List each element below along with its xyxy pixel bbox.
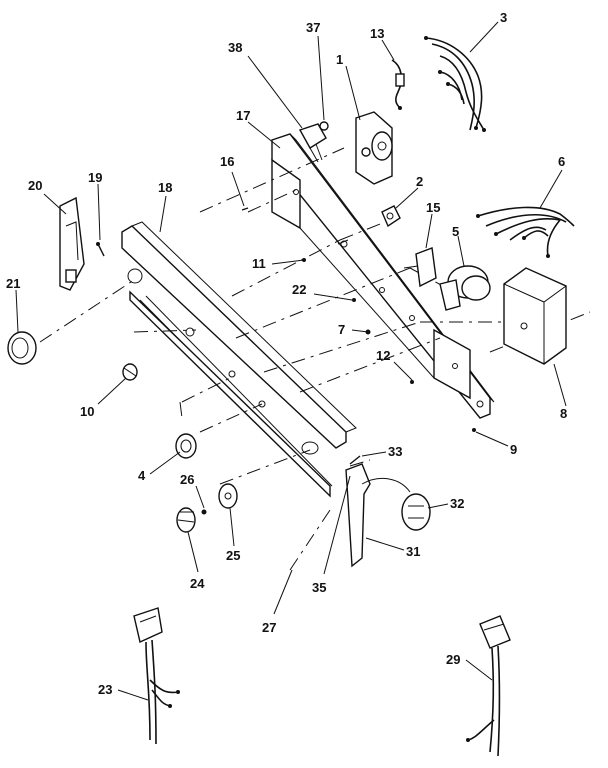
wire-harness-part-3 [424, 36, 486, 132]
callout-text: 10 [80, 404, 94, 419]
callout-16: 16 [220, 154, 245, 207]
callout-text: 12 [376, 348, 390, 363]
callout-text: 8 [560, 406, 567, 421]
callout-text: 11 [252, 256, 266, 271]
callout-text: 3 [500, 10, 507, 25]
clip-part-26 [201, 509, 207, 515]
callout-24: 24 [187, 531, 205, 591]
callout-text: 4 [138, 468, 146, 483]
disc-part-25 [218, 483, 238, 509]
callout-text: 1 [336, 52, 343, 67]
callout-text: 2 [416, 174, 423, 189]
callout-text: 35 [312, 580, 326, 595]
switch-part-2 [381, 205, 401, 228]
callout-text: 19 [88, 170, 102, 185]
callout-text: 38 [228, 40, 242, 55]
callout-7: 7 [338, 322, 369, 337]
callout-text: 27 [262, 620, 276, 635]
callout-text: 9 [510, 442, 517, 457]
console-panel-part [121, 221, 357, 498]
lamp-part-32 [401, 493, 431, 531]
callout-21: 21 [6, 276, 20, 333]
wire-harness-part-23 [133, 607, 180, 745]
callout-text: 33 [388, 444, 402, 459]
callout-text: 13 [370, 26, 384, 41]
assembly-centerlines [39, 147, 591, 571]
callout-12: 12 [376, 348, 413, 381]
callout-22: 22 [292, 282, 353, 301]
callout-1: 1 [336, 52, 361, 121]
callout-text: 22 [292, 282, 306, 297]
callout-text: 7 [338, 322, 345, 337]
callout-text: 37 [306, 20, 320, 35]
callout-11: 11 [252, 256, 305, 271]
callout-2: 2 [395, 174, 423, 209]
button-part-10 [122, 363, 138, 381]
switch-part-15 [403, 247, 437, 288]
callout-text: 5 [452, 224, 459, 239]
callout-4: 4 [138, 451, 181, 483]
callout-32: 32 [427, 496, 464, 511]
callout-text: 20 [28, 178, 42, 193]
callout-labels: 1 2 3 4 5 6 7 8 9 10 11 12 13 15 16 17 1… [6, 10, 567, 701]
callout-23: 23 [98, 682, 149, 701]
screw-part-19 [96, 242, 105, 257]
callout-13: 13 [370, 26, 395, 61]
callout-text: 16 [220, 154, 234, 169]
callout-text: 15 [426, 200, 440, 215]
bracket-part-31 [345, 463, 411, 568]
mounting-bracket-part [271, 133, 495, 419]
callout-6: 6 [539, 154, 565, 209]
callout-29: 29 [446, 652, 493, 681]
callout-31: 31 [365, 537, 420, 559]
callout-text: 31 [406, 544, 420, 559]
nut-part-37 [319, 121, 329, 131]
callout-text: 18 [158, 180, 172, 195]
callout-35: 35 [312, 475, 351, 595]
callout-27: 27 [262, 569, 293, 635]
callout-text: 6 [558, 154, 565, 169]
callout-text: 21 [6, 276, 20, 291]
callout-25: 25 [226, 507, 240, 563]
callout-26: 26 [180, 472, 205, 509]
callout-38: 38 [228, 40, 303, 129]
callout-15: 15 [425, 200, 440, 249]
callout-text: 24 [190, 576, 205, 591]
wire-harness-part-6 [476, 206, 575, 258]
callout-3: 3 [469, 10, 507, 53]
callout-text: 26 [180, 472, 194, 487]
knob-part-4 [175, 433, 197, 459]
callout-33: 33 [361, 444, 402, 459]
callout-text: 32 [450, 496, 464, 511]
callout-8: 8 [553, 363, 567, 421]
callout-text: 25 [226, 548, 240, 563]
callout-37: 37 [306, 20, 325, 121]
callout-20: 20 [28, 178, 67, 215]
screw-part-33 [349, 455, 361, 465]
motor-part-5 [439, 265, 491, 311]
callout-text: 29 [446, 652, 460, 667]
callout-19: 19 [88, 170, 102, 241]
callout-17: 17 [236, 108, 281, 149]
knob-part-24 [176, 507, 196, 533]
bracket-part-20 [59, 196, 85, 291]
callout-text: 17 [236, 108, 250, 123]
callout-5: 5 [452, 224, 465, 267]
callout-text: 23 [98, 682, 112, 697]
callout-9: 9 [475, 431, 517, 457]
timer-part-1 [355, 111, 393, 185]
switch-part-38 [298, 123, 327, 163]
callout-18: 18 [158, 180, 172, 233]
knob-part-21 [7, 331, 37, 365]
control-box-part-8 [503, 267, 567, 365]
wire-harness-part-29 [466, 615, 511, 757]
connector-part-13 [391, 59, 405, 110]
callout-10: 10 [80, 377, 127, 419]
